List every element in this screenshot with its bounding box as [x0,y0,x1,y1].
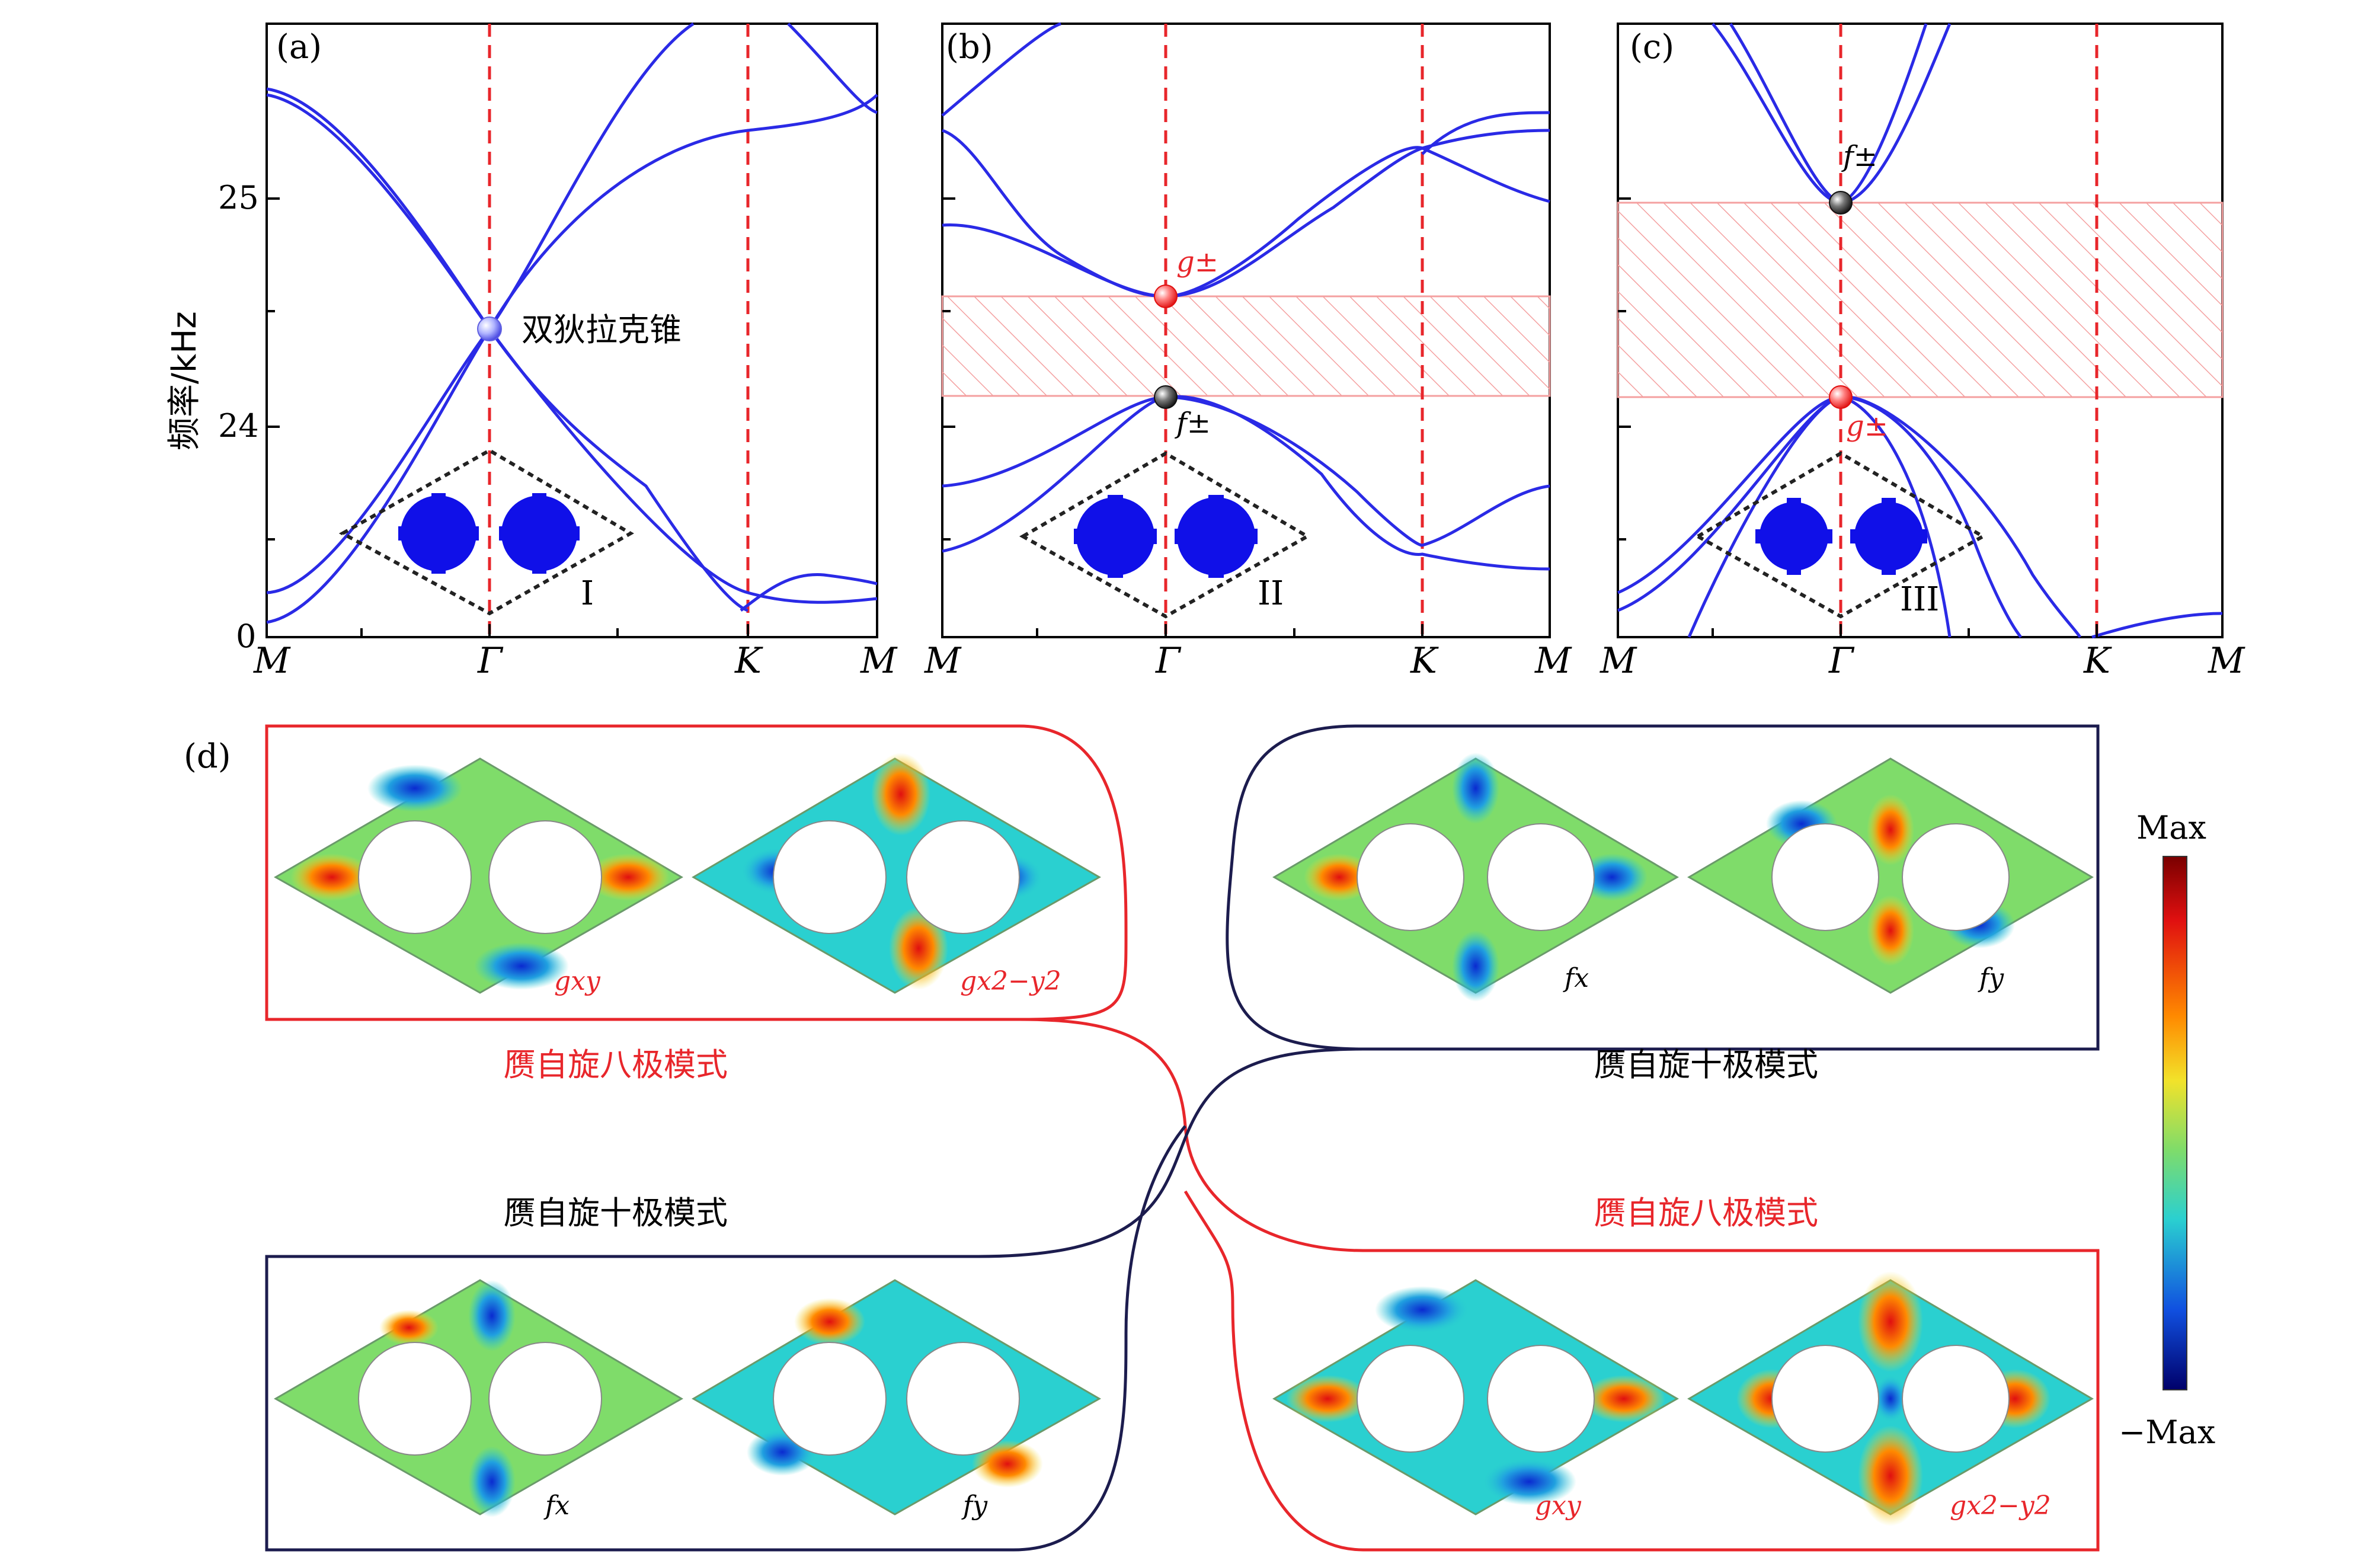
mode-label-gxy: gxy [554,966,601,996]
lower-mode-label: f± [1175,407,1211,440]
decapole-title: 赝自旋十极模式 [1594,1046,1818,1083]
mode-label-fy: fy [1978,963,2004,993]
xtick-m: M [253,640,291,682]
lower-mode-label: g± [1846,410,1888,443]
decapole-title: 赝自旋十极模式 [504,1194,728,1232]
band-curves [266,22,878,624]
panel-tag: (b) [946,28,993,66]
colorbar-max-label: Max [2136,809,2206,846]
octupole-title: 赝自旋八极模式 [1594,1194,1818,1232]
xtick-k: K [734,640,763,682]
y-axis-label: 频率/kHz [165,311,204,450]
field-map-gxy [273,757,683,994]
ytick-24: 24 [218,407,259,445]
xtick-gamma: Γ [1155,640,1182,682]
band-gap [941,295,1551,397]
colorbar-min-label: −Max [2119,1414,2215,1451]
navy-connector [265,724,2100,1552]
xtick-m: M [924,640,962,682]
field-map-gx2-y2 [1687,1271,2094,1526]
unit-cell [1694,451,1987,619]
field-map-gx2-y2 [692,753,1102,994]
band-curves [941,22,1550,571]
panel-c: (c) III f± g± [1617,23,2224,639]
field-map-fx [1272,753,1679,1002]
mode-label-fy: fy [961,1491,988,1521]
unit-cell [338,448,634,616]
ytick-0: 0 [236,618,256,655]
colorbar: Max −Max [2119,809,2215,1451]
band-gap [1617,202,2224,398]
g-mode-point [1829,385,1853,409]
xtick-m: M [2208,640,2245,682]
field-map-gxy [1272,1279,1679,1515]
panel-tag: (c) [1630,28,1674,66]
xtick-gamma: Γ [477,640,504,682]
field-maps [273,753,2094,1526]
unit-cell-label: I [581,574,594,613]
upper-mode-label: g± [1176,245,1218,279]
red-connector-top [265,724,2100,1552]
unit-cell-label: III [1900,580,1939,619]
xtick-k: K [1410,640,1439,682]
dirac-point [477,316,502,341]
field-map-fy [692,1279,1102,1515]
mode-label-gx2-y2: gx2−y2 [1950,1491,2051,1521]
f-mode-point [1154,385,1178,409]
octupole-title: 赝自旋八极模式 [504,1046,728,1083]
field-map-fy [1687,757,2094,994]
panel-tag: (a) [276,28,322,66]
xtick-m: M [1534,640,1572,682]
panel-tag: (d) [184,737,231,776]
colorbar-gradient [2163,856,2187,1390]
dirac-cone-label: 双狄拉克锥 [522,311,682,348]
xtick-k: K [2083,640,2112,682]
xtick-gamma: Γ [1828,640,1855,682]
panel-a: (a) I 双狄拉克锥 [265,22,878,638]
xtick-m: M [860,640,898,682]
upper-mode-label: f± [1841,140,1877,173]
xtick-m: M [1600,640,1637,682]
field-map-fx [273,1279,683,1517]
mode-label-gxy: gxy [1535,1491,1582,1521]
ytick-25: 25 [218,179,259,216]
mode-label-fx: fx [1563,963,1589,993]
unit-cell [1019,451,1311,619]
mode-label-fx: fx [543,1491,570,1521]
mode-label-gx2-y2: gx2−y2 [960,966,1061,996]
panel-b: (b) II g± f± [941,22,1551,638]
f-mode-point [1829,191,1853,215]
unit-cell-label: II [1258,574,1284,613]
g-mode-point [1154,284,1178,308]
